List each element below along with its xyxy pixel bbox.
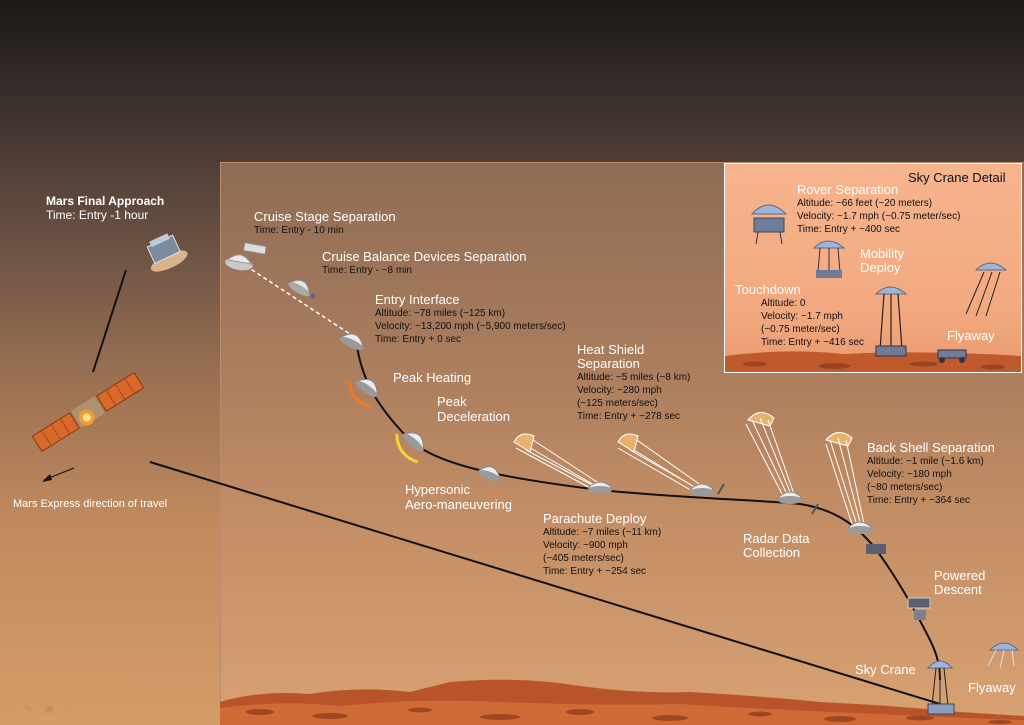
- powered-descent-icon: [907, 597, 931, 620]
- inset-flyaway-icon: [965, 262, 1008, 317]
- peak-decel-capsule: [395, 432, 424, 464]
- backshell-title: Back Shell Separation: [867, 440, 995, 455]
- touchdown-altitude: Altitude: 0: [761, 298, 806, 309]
- peak-decel-line2: Deceleration: [437, 409, 510, 424]
- peak-deceleration-label: Peak Deceleration: [437, 394, 510, 424]
- sky-crane-detail-title: Sky Crane Detail: [908, 170, 1006, 185]
- rover-sep-title: Rover Separation: [797, 182, 899, 197]
- parachute-deploy-label: Parachute Deploy Altitude: ~7 miles (~11…: [543, 511, 661, 578]
- mars-express-label: Mars Express direction of travel: [13, 498, 168, 510]
- touchdown-velocity2: (~0.75 meter/sec): [761, 324, 840, 335]
- flyaway-label: Flyaway: [968, 680, 1016, 695]
- heat-shield-label: Heat Shield Separation Altitude: ~5 mile…: [577, 343, 690, 423]
- radar-line2: Collection: [743, 545, 801, 560]
- heat-shield-time: Time: Entry + ~278 sec: [577, 411, 681, 422]
- cruise-stage: [225, 242, 267, 271]
- touchdown-label: Touchdown Altitude: 0 Velocity: ~1.7 mph…: [735, 282, 864, 349]
- cruise-separation-label: Cruise Stage Separation Time: Entry - 10…: [254, 209, 396, 237]
- parachute-altitude: Altitude: ~7 miles (~11 km): [543, 527, 662, 538]
- parachute-velocity: Velocity: ~900 mph: [543, 540, 628, 551]
- cruise-path-dashed: [239, 261, 357, 339]
- radar-line1: Radar Data: [743, 531, 810, 546]
- heat-shield-altitude: Altitude: ~5 miles (~8 km): [577, 372, 691, 383]
- pencil-icon[interactable]: ✎: [24, 703, 34, 715]
- rover-sep-time: Time: Entry + ~400 sec: [797, 224, 901, 235]
- heat-shield-line1: Heat Shield: [577, 342, 645, 357]
- heat-shield-separation-icon: [617, 433, 725, 496]
- arrow-right-icon[interactable]: →: [64, 703, 75, 715]
- approach-title: Mars Final Approach: [46, 194, 165, 208]
- back-shell-separation-icon: [825, 432, 886, 554]
- powered-line1: Powered: [934, 568, 986, 583]
- cruise-separation-time: Time: Entry - 10 min: [254, 225, 344, 236]
- mobility-line2: Deploy: [860, 260, 901, 275]
- sky-crane-detail-inset: [724, 163, 1022, 373]
- mobility-deploy-label: Mobility Deploy: [860, 247, 904, 275]
- entry-time: Time: Entry + 0 sec: [375, 334, 462, 345]
- sky-crane-icon: [926, 660, 955, 715]
- inset-flyaway-label: Flyaway: [947, 328, 995, 343]
- heat-shield-velocity2: (~125 meters/sec): [577, 398, 658, 409]
- radar-label: Radar Data Collection: [743, 532, 809, 560]
- inset-rover-on-ground-icon: [937, 349, 967, 363]
- mars-express-orbiter: [31, 371, 145, 453]
- hypersonic-capsule: [476, 466, 501, 482]
- rover-sep-altitude: Altitude: ~66 feet (~20 meters): [797, 198, 933, 209]
- hypersonic-label: Hypersonic Aero-maneuvering: [405, 482, 512, 512]
- mobility-deploy-icon: [812, 240, 846, 278]
- parachute-time: Time: Entry + ~254 sec: [543, 566, 647, 577]
- powered-line2: Descent: [934, 582, 982, 597]
- arrow-left-icon[interactable]: ←: [4, 703, 15, 715]
- entry-interface-label: Entry Interface Altitude: ~78 miles (~12…: [375, 292, 566, 346]
- flyaway-icon: [987, 642, 1020, 669]
- slide-toolbar: ← ✎ ▣ →: [4, 703, 76, 715]
- approach-time: Time: Entry -1 hour: [46, 208, 149, 222]
- mars-surface: [220, 679, 1024, 725]
- mobility-line1: Mobility: [860, 246, 905, 261]
- powered-descent-label: Powered Descent: [934, 569, 985, 597]
- balance-devices-capsule: [287, 279, 310, 297]
- backshell-velocity2: (~80 meters/sec): [867, 482, 943, 493]
- touchdown-icon: [874, 286, 908, 357]
- backshell-velocity: Velocity: ~180 mph: [867, 469, 952, 480]
- approach-spacecraft: [146, 233, 188, 272]
- touchdown-title: Touchdown: [735, 282, 801, 297]
- cruise-balance-title: Cruise Balance Devices Separation: [322, 249, 527, 264]
- mars-express-line: [149, 461, 941, 705]
- sky-crane-label: Sky Crane: [855, 662, 916, 677]
- entry-capsule: [338, 333, 364, 351]
- heat-shield-line2: Separation: [577, 356, 640, 371]
- approach-pointer-line: [92, 269, 127, 373]
- peak-heating-capsule: [348, 378, 378, 409]
- peak-decel-line1: Peak: [437, 394, 467, 409]
- backshell-time: Time: Entry + ~364 sec: [867, 495, 971, 506]
- approach-label: Mars Final Approach Time: Entry -1 hour: [46, 194, 164, 222]
- slide-icon[interactable]: ▣: [44, 703, 55, 715]
- entry-title: Entry Interface: [375, 292, 460, 307]
- cruise-separation-title: Cruise Stage Separation: [254, 209, 396, 224]
- hypersonic-line2: Aero-maneuvering: [405, 497, 512, 512]
- touchdown-time: Time: Entry + ~416 sec: [761, 337, 865, 348]
- entry-velocity: Velocity: ~13,200 mph (~5,900 meters/sec…: [375, 321, 566, 332]
- heat-shield-velocity: Velocity: ~280 mph: [577, 385, 662, 396]
- touchdown-velocity: Velocity: ~1.7 mph: [761, 311, 843, 322]
- cruise-balance-label: Cruise Balance Devices Separation Time: …: [322, 249, 527, 277]
- rover-separation-icon: [750, 204, 788, 245]
- hypersonic-line1: Hypersonic: [405, 482, 471, 497]
- backshell-altitude: Altitude: ~1 mile (~1.6 km): [867, 456, 984, 467]
- parachute-deploy-icon: [513, 433, 614, 494]
- parachute-velocity2: (~405 meters/sec): [543, 553, 624, 564]
- radar-collection-icon: [745, 412, 819, 515]
- rover-sep-velocity: Velocity: ~1.7 mph (~0.75 meter/sec): [797, 211, 961, 222]
- parachute-title: Parachute Deploy: [543, 511, 647, 526]
- cruise-balance-time: Time: Entry - ~8 min: [322, 265, 412, 276]
- peak-heating-label: Peak Heating: [393, 370, 472, 385]
- back-shell-label: Back Shell Separation Altitude: ~1 mile …: [867, 440, 995, 507]
- entry-altitude: Altitude: ~78 miles (~125 km): [375, 308, 506, 319]
- rover-separation-label: Rover Separation Altitude: ~66 feet (~20…: [797, 182, 960, 236]
